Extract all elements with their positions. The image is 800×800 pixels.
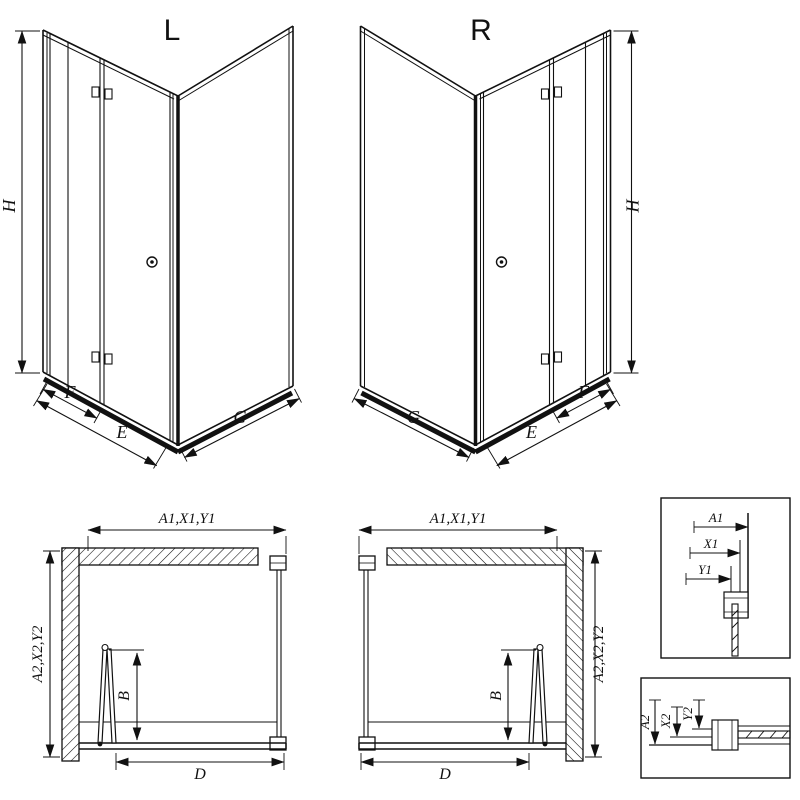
dim-label-a2-plan-right: A2,X2,Y2 bbox=[591, 625, 607, 683]
dim-label-g-left: G bbox=[234, 407, 247, 427]
dim-label-g-right: G bbox=[407, 407, 420, 427]
dim-label-a2-plan-left: A2,X2,Y2 bbox=[30, 625, 46, 683]
glass-section bbox=[731, 603, 739, 657]
3d-view-left bbox=[15, 26, 302, 469]
detail-label-y2: Y2 bbox=[680, 707, 695, 721]
dim-label-e-right: E bbox=[525, 422, 537, 442]
detail-label-x2: X2 bbox=[658, 713, 673, 729]
dim-label-f-right: F bbox=[577, 382, 590, 402]
plan-view-right bbox=[359, 530, 602, 770]
dim-label-h-left: H bbox=[0, 199, 19, 214]
detail-box-a1x1y1 bbox=[660, 497, 791, 659]
plan-view-left bbox=[43, 530, 286, 770]
dim-label-b-plan-right: B bbox=[488, 691, 505, 701]
detail-label-y1: Y1 bbox=[698, 562, 712, 577]
detail-box-a2x2y2 bbox=[640, 677, 791, 779]
dim-label-h-right: H bbox=[623, 199, 643, 214]
dim-label-b-plan-left: B bbox=[116, 691, 133, 701]
dim-label-e-left: E bbox=[116, 422, 128, 442]
dim-label-a1-plan-right: A1,X1,Y1 bbox=[429, 511, 487, 527]
dim-label-d-plan-left: D bbox=[193, 766, 206, 783]
detail-label-a1: A1 bbox=[708, 510, 723, 525]
dim-label-d-plan-right: D bbox=[438, 766, 451, 783]
dim-label-a1-plan-left: A1,X1,Y1 bbox=[158, 511, 216, 527]
dim-label-f-left: F bbox=[64, 382, 77, 402]
floor-profile-section bbox=[711, 719, 791, 751]
detail-label-a2: A2 bbox=[637, 714, 652, 730]
glass-section bbox=[737, 730, 791, 739]
wall-profile-section bbox=[723, 591, 749, 657]
label-view-right: R bbox=[470, 14, 492, 47]
3d-view-right bbox=[352, 26, 639, 469]
detail-label-x1: X1 bbox=[703, 536, 718, 551]
label-view-left: L bbox=[164, 14, 181, 47]
